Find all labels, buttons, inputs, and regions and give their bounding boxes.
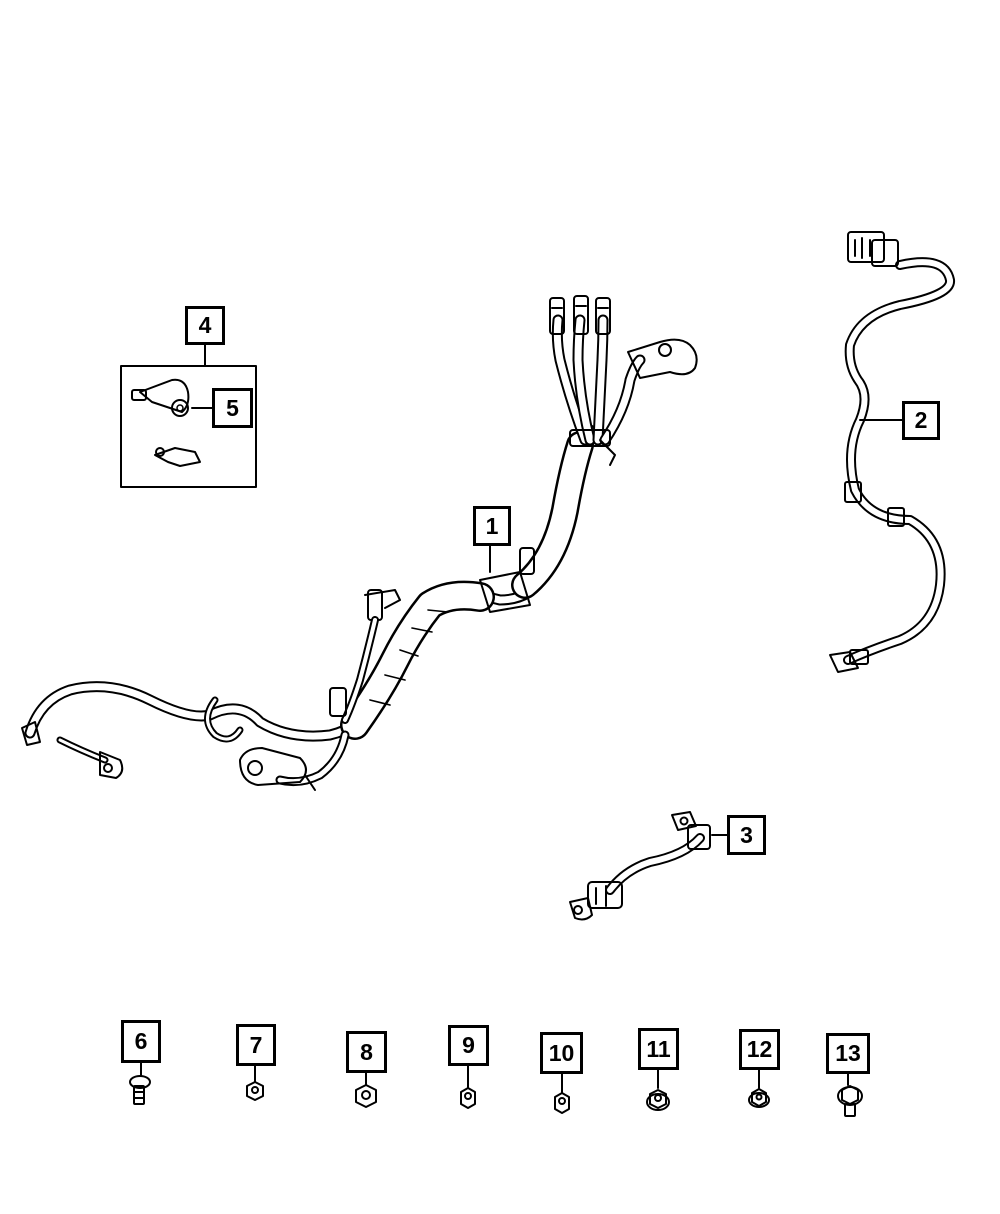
fastener-10-nut xyxy=(554,1072,570,1114)
battery-harness-main xyxy=(21,295,698,791)
fastener-12-flange-nut xyxy=(748,1067,770,1108)
callout-6: 6 xyxy=(121,1020,161,1063)
terminal-kit-box xyxy=(120,342,257,488)
fastener-11-flange-nut xyxy=(646,1067,670,1111)
callout-1: 1 xyxy=(473,506,511,546)
callout-5: 5 xyxy=(212,388,253,428)
battery-cable-small xyxy=(569,811,711,921)
callout-9: 9 xyxy=(448,1025,489,1066)
callout-11: 11 xyxy=(638,1028,679,1070)
callout-4: 4 xyxy=(185,306,225,345)
fastener-7-nut xyxy=(246,1064,264,1101)
callout-2: 2 xyxy=(902,401,940,440)
callout-10: 10 xyxy=(540,1032,583,1074)
callout-8: 8 xyxy=(346,1031,387,1073)
callout-3: 3 xyxy=(727,815,766,855)
fastener-8-nut xyxy=(355,1071,377,1108)
fastener-9-nut xyxy=(460,1064,476,1109)
fastener-6-bolt xyxy=(129,1061,151,1105)
fastener-13-bolt xyxy=(837,1072,863,1117)
battery-cable-right xyxy=(829,231,955,673)
callout-12: 12 xyxy=(739,1029,780,1070)
callout-13: 13 xyxy=(826,1033,870,1074)
callout-7: 7 xyxy=(236,1024,276,1066)
